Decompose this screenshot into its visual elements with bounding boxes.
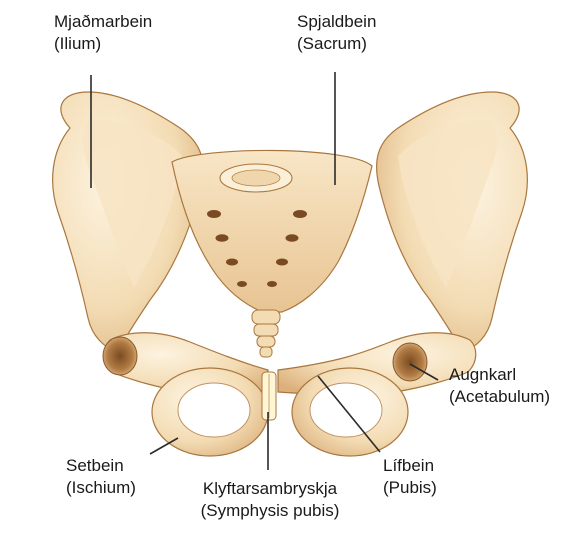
label-symphysis-latin: (Symphysis pubis) <box>180 500 360 522</box>
label-sacrum-latin: (Sacrum) <box>297 33 376 55</box>
label-ischium: Setbein (Ischium) <box>66 455 136 499</box>
label-ilium: Mjaðmarbein (Ilium) <box>54 11 152 55</box>
label-ilium-name: Mjaðmarbein <box>54 11 152 33</box>
label-pubis: Lífbein (Pubis) <box>383 455 437 499</box>
acetabulum-left <box>103 337 137 375</box>
label-acetabulum-name: Augnkarl <box>449 364 550 386</box>
label-symphysis: Klyftarsambryskja (Symphysis pubis) <box>180 478 360 522</box>
label-ischium-name: Setbein <box>66 455 136 477</box>
label-sacrum: Spjaldbein (Sacrum) <box>297 11 376 55</box>
label-pubis-name: Lífbein <box>383 455 437 477</box>
label-pubis-latin: (Pubis) <box>383 477 437 499</box>
coccyx <box>252 310 280 357</box>
label-acetabulum: Augnkarl (Acetabulum) <box>449 364 550 408</box>
label-sacrum-name: Spjaldbein <box>297 11 376 33</box>
label-acetabulum-latin: (Acetabulum) <box>449 386 550 408</box>
label-symphysis-name: Klyftarsambryskja <box>180 478 360 500</box>
acetabulum-right <box>393 343 427 381</box>
label-ilium-latin: (Ilium) <box>54 33 152 55</box>
obturator-foramen-left <box>178 383 250 437</box>
sacral-canal <box>232 170 280 186</box>
label-ischium-latin: (Ischium) <box>66 477 136 499</box>
